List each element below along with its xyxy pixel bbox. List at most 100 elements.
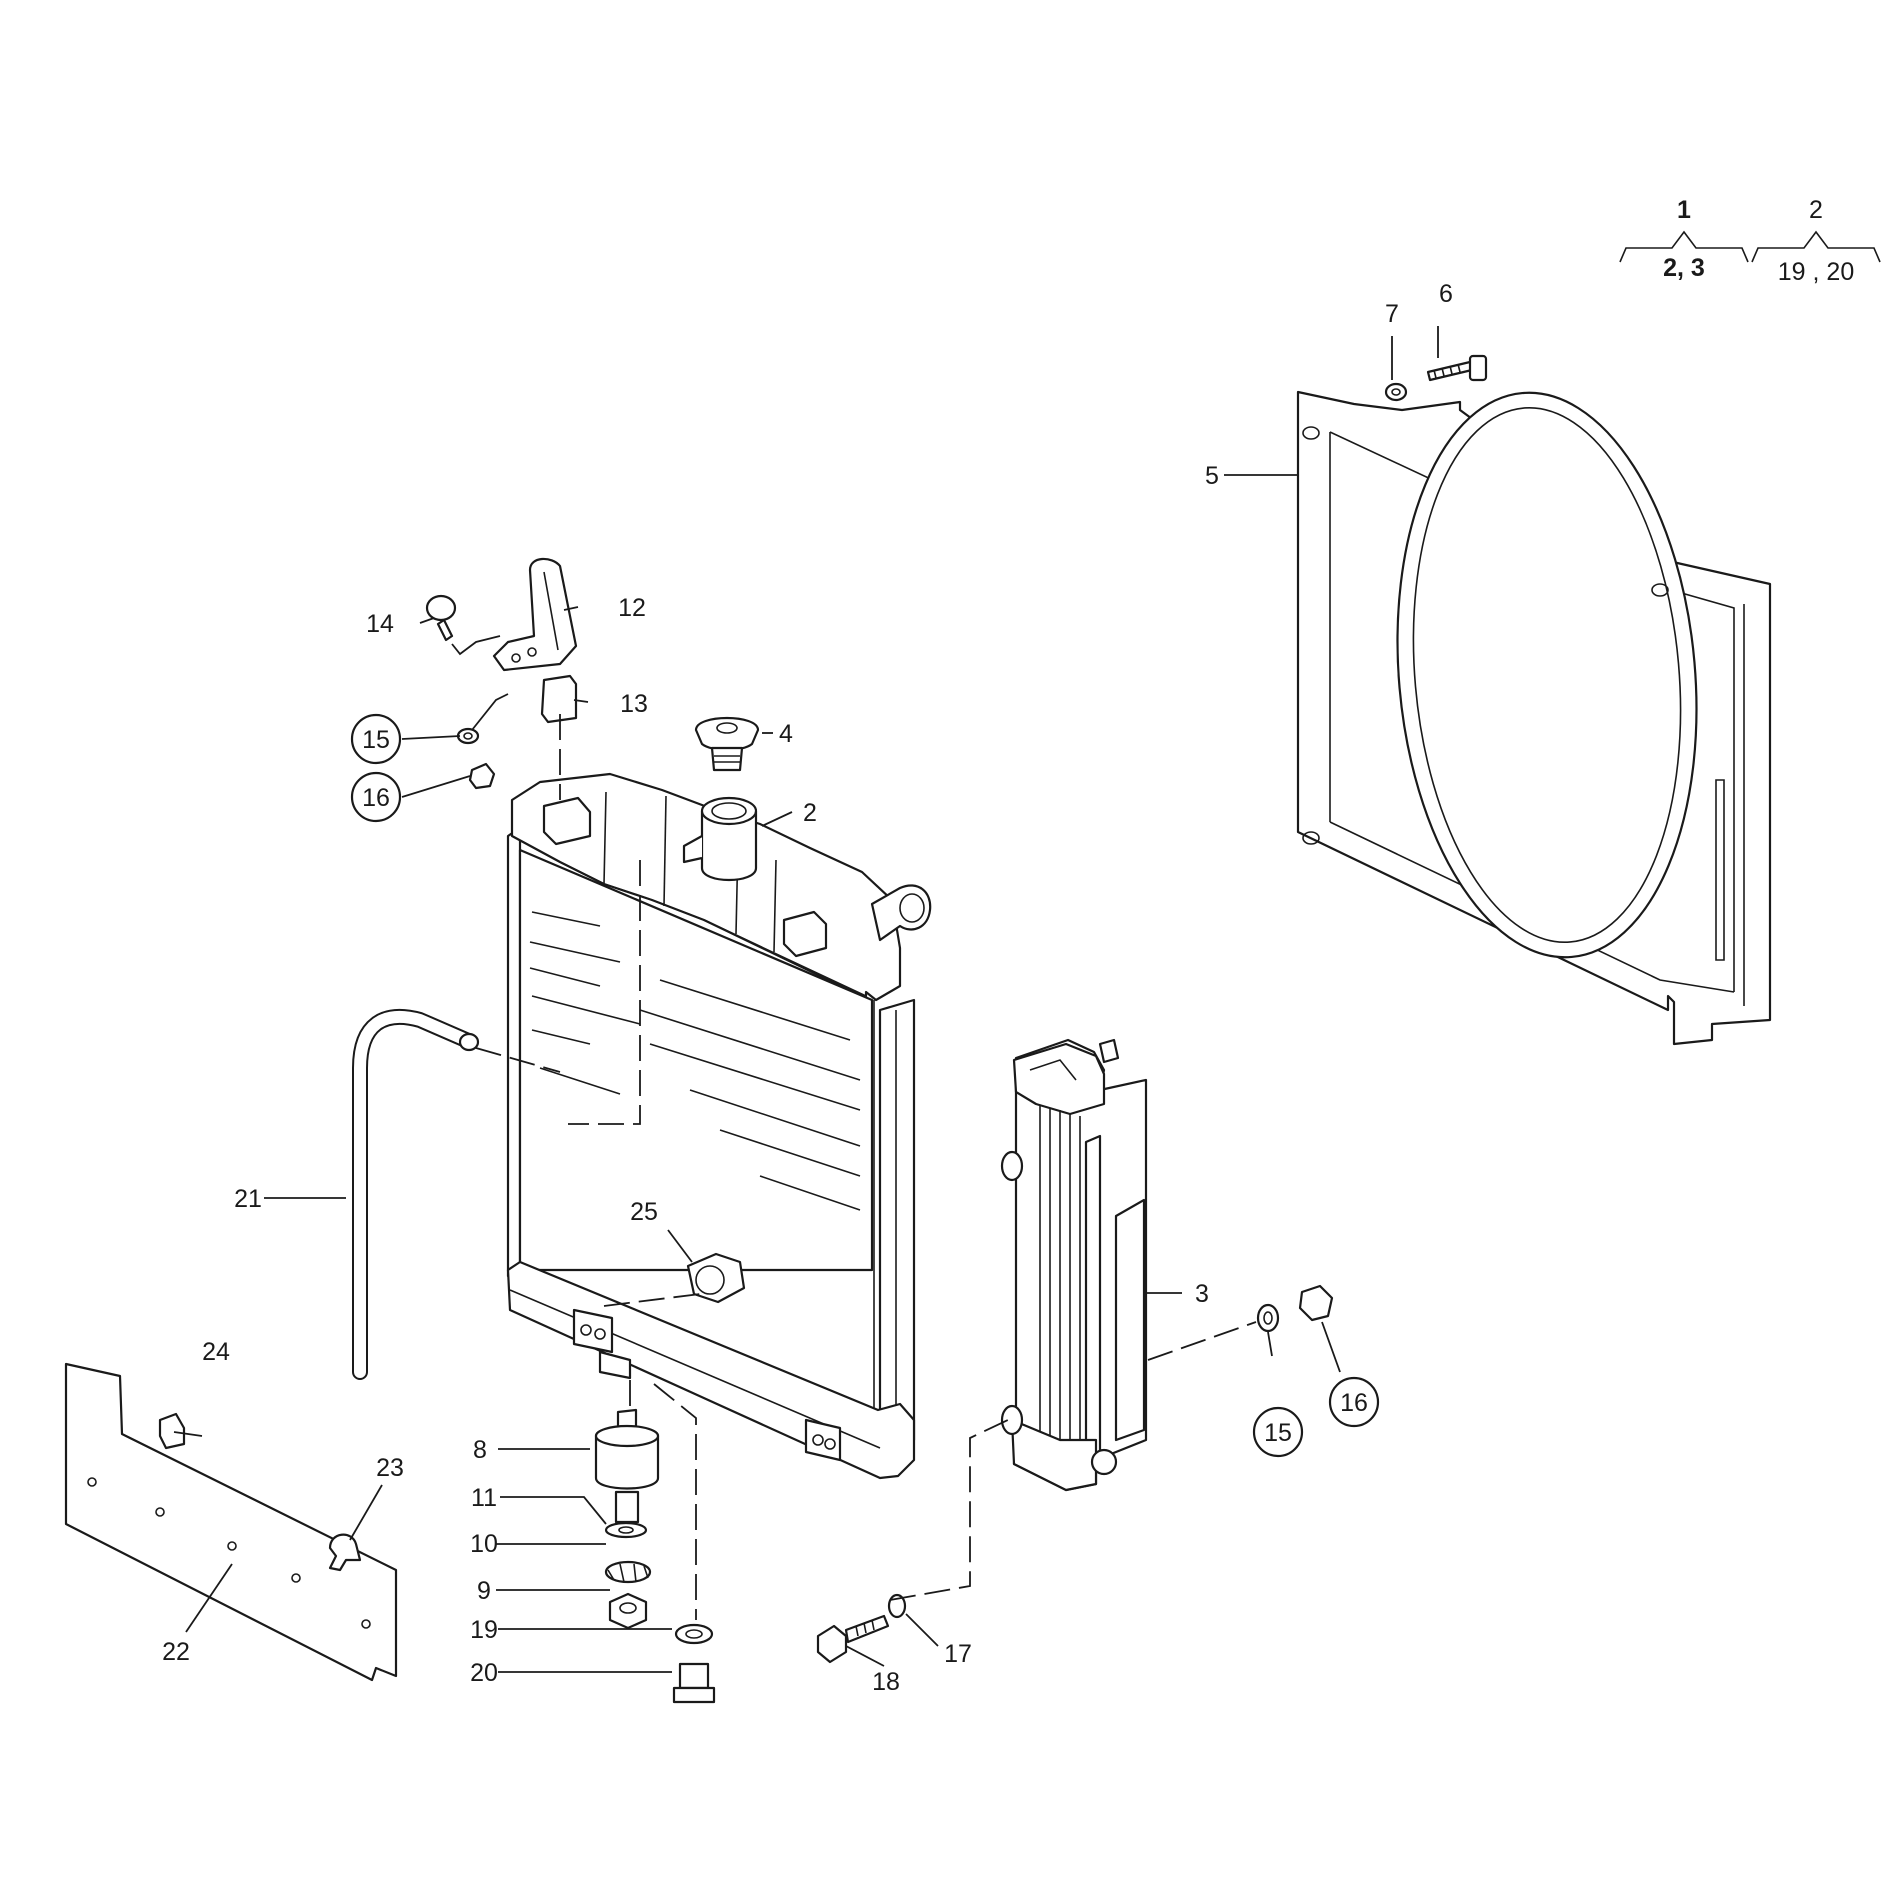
- rubber-mount-8-top: [594, 1424, 660, 1448]
- fan-shroud: [1296, 390, 1772, 1046]
- nut-16-right: [1298, 1284, 1334, 1322]
- callout-15-upper: 15: [362, 726, 390, 754]
- washer-15-path: [471, 693, 509, 731]
- radiator-right-side: [878, 998, 916, 1450]
- washer-17: [887, 1593, 907, 1619]
- bracket-hole-2: [594, 1328, 606, 1340]
- top-tank-seam-2: [663, 795, 667, 907]
- lock-washer-10: [604, 1560, 652, 1584]
- callout-9: 9: [477, 1577, 491, 1605]
- radiator-drain-stub: [598, 1350, 632, 1380]
- plate-hole-4: [291, 1573, 301, 1583]
- washer-11: [604, 1521, 648, 1539]
- cap-stem: [710, 746, 744, 772]
- callout-14: 14: [366, 610, 394, 638]
- callout-15-right: 15: [1264, 1419, 1292, 1447]
- overflow-hose: [352, 1008, 480, 1380]
- dash-oil-cooler-bolt: [889, 1419, 1009, 1601]
- assembly-lines: [451, 635, 1257, 1620]
- bolt-18-shank: [844, 1614, 890, 1644]
- oil-cooler-top-tank: [1012, 1042, 1106, 1116]
- oil-cooler-bottom-tank: [1010, 1418, 1098, 1492]
- legend-group1-brace: [1619, 230, 1749, 263]
- plug-20: [672, 1662, 716, 1704]
- callout-21: 21: [234, 1185, 262, 1213]
- hose-21-end: [458, 1032, 480, 1052]
- nut-16-upper: [468, 762, 496, 790]
- callout-25: 25: [630, 1198, 658, 1226]
- shroud-slot: [1715, 779, 1725, 961]
- callout-22: 22: [162, 1638, 190, 1666]
- hose-21-fill: [354, 1010, 472, 1378]
- filler-overflow-spout: [682, 835, 703, 864]
- bolt-14-head: [425, 594, 457, 622]
- drain-plug-face: [695, 1265, 725, 1295]
- washer-7-hole: [1391, 388, 1401, 396]
- lock-washer-10-teeth: [607, 1563, 649, 1583]
- legend-group1-children: 2, 3: [1663, 254, 1705, 282]
- cap-center: [716, 722, 738, 734]
- clip-24: [158, 1412, 186, 1450]
- plate-hole-5: [361, 1619, 371, 1629]
- plug-20-head: [672, 1686, 716, 1704]
- bracket-hole-3: [812, 1434, 824, 1446]
- hose-21-outline: [352, 1008, 474, 1380]
- bolt-6-thread: [1433, 363, 1461, 379]
- callout-19: 19: [470, 1616, 498, 1644]
- washer-15-upper-hole: [463, 732, 473, 740]
- callout-3: 3: [1195, 1280, 1209, 1308]
- callout-circle-16-right: [1328, 1376, 1380, 1428]
- washer-7: [1384, 382, 1408, 402]
- callout-circle-15-right: [1252, 1406, 1304, 1458]
- bolt-6-head: [1468, 354, 1488, 382]
- oil-cooler-top-mark: [1029, 1059, 1077, 1081]
- radiator: [506, 772, 932, 1480]
- bracket-hole-1: [580, 1324, 592, 1336]
- bottom-tank-seam: [509, 1289, 881, 1449]
- callout-11: 11: [471, 1484, 497, 1512]
- callout-17: 17: [944, 1640, 972, 1668]
- callout-13: 13: [620, 690, 648, 718]
- bracket-12-hole-1: [511, 653, 521, 663]
- rubber-block-13: [540, 674, 578, 724]
- cap-stem-ribs: [714, 755, 740, 763]
- oil-cooler-drain-boss: [1090, 1448, 1118, 1476]
- plug-20-thread: [678, 1662, 710, 1690]
- oil-cooler: [1000, 1038, 1148, 1492]
- washer-11-hole: [618, 1526, 634, 1534]
- rivet-23: [328, 1533, 362, 1572]
- callout-4: 4: [779, 720, 793, 748]
- callout-labels: 2 3 4 5 6 7 8 9 10 11 12 13 14 15 16 15 …: [162, 280, 1453, 1696]
- shroud-fan-ring-inner: [1412, 406, 1682, 944]
- filler-neck-top: [700, 796, 758, 826]
- mount-8-stud-bottom: [614, 1490, 640, 1524]
- bolt-18-thread: [855, 1619, 875, 1637]
- bottom-mount-bracket-left: [572, 1308, 614, 1354]
- legend-group2-parent: 2: [1809, 196, 1823, 224]
- plate-hole-2: [155, 1507, 165, 1517]
- top-tank-boss-right: [782, 910, 828, 958]
- filler-neck-opening: [711, 802, 747, 820]
- top-tank-seam-1: [603, 791, 607, 885]
- inlet-pipe-opening: [899, 893, 925, 923]
- washer-19-hole: [685, 1629, 703, 1639]
- bracket-12-hole-2: [527, 647, 537, 657]
- callout-12: 12: [618, 594, 646, 622]
- dash-washer-19: [653, 1383, 697, 1620]
- radiator-cap: [694, 716, 760, 772]
- nut-9: [608, 1592, 648, 1630]
- callout-8: 8: [473, 1436, 487, 1464]
- radiator-fins: [529, 911, 861, 1211]
- shield-plate-22: [64, 1362, 398, 1682]
- washer-19: [674, 1623, 714, 1645]
- legend-group2-brace: [1751, 230, 1881, 263]
- oil-cooler-mount-bottom: [1000, 1404, 1024, 1436]
- callout-5: 5: [1205, 462, 1219, 490]
- shroud-hole-mid: [1651, 583, 1669, 597]
- callout-2: 2: [803, 799, 817, 827]
- shroud-hole-top: [1302, 426, 1320, 440]
- bolt-18-head: [816, 1624, 848, 1664]
- top-tank-lower-edge: [511, 835, 867, 997]
- callout-7: 7: [1385, 300, 1399, 328]
- washer-15-upper: [456, 727, 480, 745]
